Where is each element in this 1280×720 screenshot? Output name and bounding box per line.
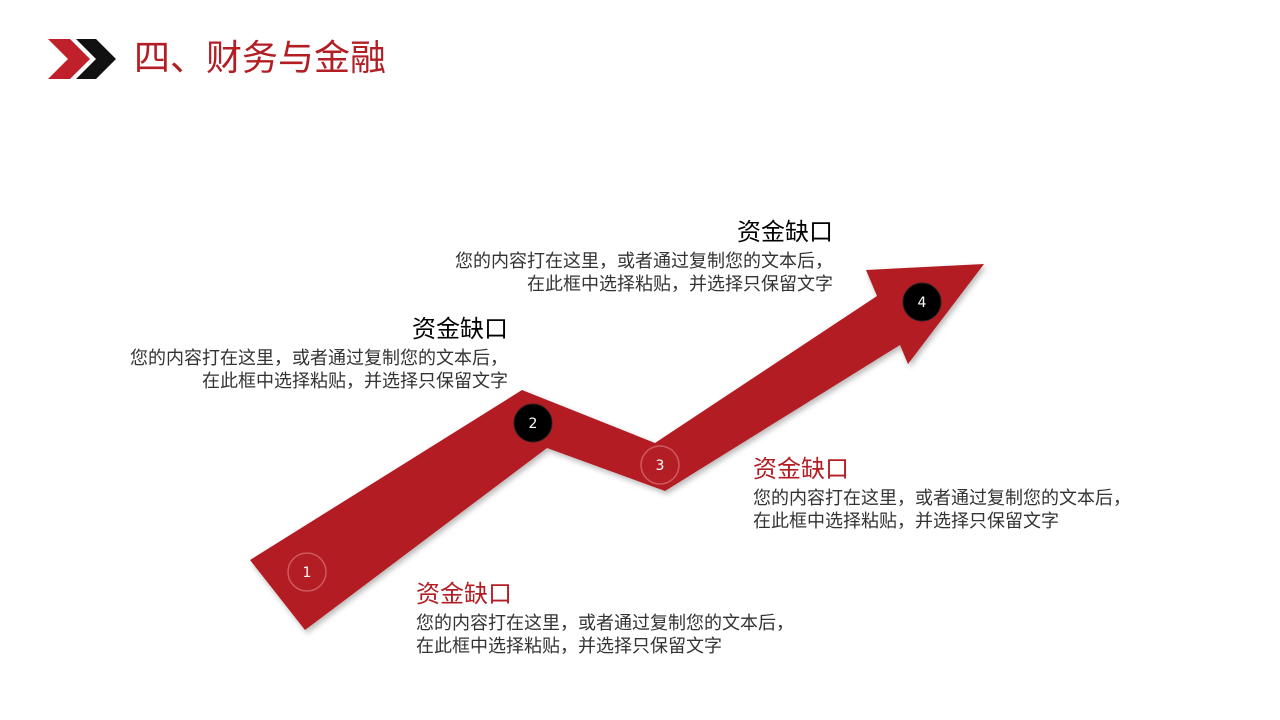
step-marker-circle	[513, 403, 553, 443]
step-marker-circle	[902, 282, 942, 322]
step-body-line: 在此框中选择粘贴，并选择只保留文字	[753, 510, 1059, 532]
chevron-dark-shape	[76, 39, 116, 79]
step-3-text-block: 资金缺口 您的内容打在这里，或者通过复制您的文本后， 在此框中选择粘贴，并选择只…	[753, 454, 1131, 533]
step-body-line: 您的内容打在这里，或者通过复制您的文本后，	[753, 488, 1131, 509]
step-heading: 资金缺口	[753, 455, 849, 483]
step-body-line: 您的内容打在这里，或者通过复制您的文本后，	[130, 348, 508, 369]
slide-title: 四、财务与金融	[134, 38, 387, 79]
step-heading: 资金缺口	[412, 315, 508, 343]
step-body-line: 在此框中选择粘贴，并选择只保留文字	[416, 635, 722, 657]
step-body-line: 在此框中选择粘贴，并选择只保留文字	[202, 370, 508, 392]
double-chevron-icon	[48, 39, 116, 79]
step-4-text-block: 资金缺口 您的内容打在这里，或者通过复制您的文本后， 在此框中选择粘贴，并选择只…	[455, 217, 833, 296]
chevron-red-shape	[48, 39, 90, 79]
step-2-text-block: 资金缺口 您的内容打在这里，或者通过复制您的文本后， 在此框中选择粘贴，并选择只…	[130, 314, 508, 393]
growth-arrow	[250, 264, 984, 630]
step-marker-4: 4	[902, 282, 942, 322]
step-body-line: 您的内容打在这里，或者通过复制您的文本后，	[455, 251, 833, 272]
step-number: 3	[656, 458, 665, 474]
step-marker-2: 2	[513, 403, 553, 443]
step-number: 1	[303, 565, 312, 581]
step-marker-circle	[287, 552, 327, 592]
step-heading: 资金缺口	[737, 218, 833, 246]
step-number: 2	[529, 416, 538, 432]
step-body-line: 您的内容打在这里，或者通过复制您的文本后，	[416, 613, 794, 634]
step-marker-1: 1	[287, 552, 327, 592]
step-body-line: 在此框中选择粘贴，并选择只保留文字	[527, 273, 833, 295]
step-number: 4	[918, 295, 927, 311]
step-heading: 资金缺口	[416, 580, 512, 608]
step-marker-circle	[640, 445, 680, 485]
step-marker-3: 3	[640, 445, 680, 485]
step-1-text-block: 资金缺口 您的内容打在这里，或者通过复制您的文本后， 在此框中选择粘贴，并选择只…	[416, 579, 794, 658]
